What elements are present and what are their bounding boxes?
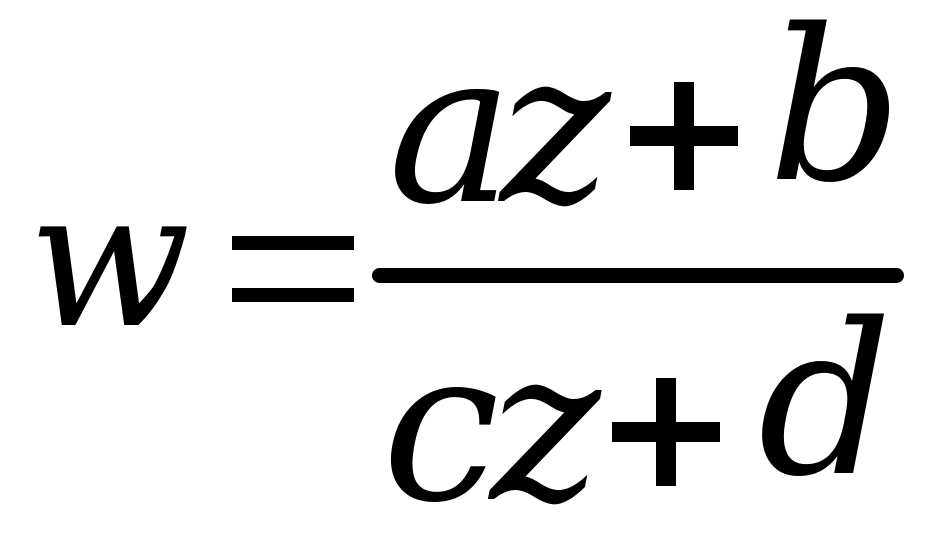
numerator-plus-vertical [674,82,694,190]
numerator-plus-sign [630,82,738,190]
denominator-constant-d: d [758,278,893,523]
numerator-variable-z: z [500,6,611,251]
equals-bottom-bar [232,288,354,302]
equals-top-bar [232,236,354,250]
denominator-plus-vertical [656,378,676,486]
denominator-coefficient-c: c [382,304,500,539]
numerator-constant-b: b [768,0,903,229]
denominator-plus-sign [612,378,720,486]
numerator-coefficient-a: a [388,6,514,251]
denominator-variable-z: z [490,304,601,539]
lhs-variable-w: w [28,149,191,370]
fraction-bar [372,268,904,283]
